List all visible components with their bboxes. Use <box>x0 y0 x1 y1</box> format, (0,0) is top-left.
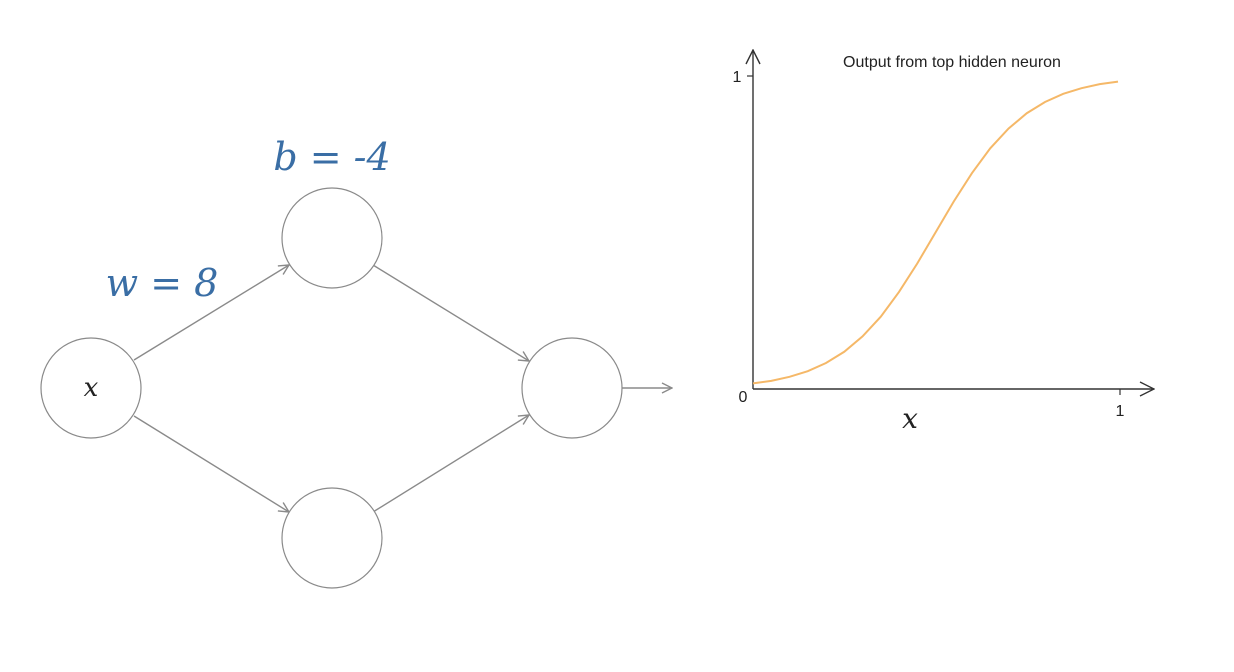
sigmoid-curve <box>752 80 1119 385</box>
origin-tick-label: 0 <box>739 389 748 406</box>
chart: Output from top hidden neuron 1 0 1 x <box>733 50 1154 435</box>
x-tick-label-1: 1 <box>1116 403 1125 420</box>
edge-input-to-top-hidden <box>133 265 289 361</box>
top-hidden-node <box>281 187 383 289</box>
edge-input-to-bottom-hidden <box>133 415 289 512</box>
input-node <box>40 337 142 439</box>
weight-label: w = 8 <box>106 261 219 305</box>
output-node <box>521 337 623 439</box>
y-tick-label-1: 1 <box>733 69 742 86</box>
edge-top-hidden-to-output <box>372 264 529 361</box>
bottom-hidden-node <box>281 487 383 589</box>
bias-label: b = -4 <box>273 135 390 179</box>
network-diagram: x w = 8 b = -4 <box>40 135 672 589</box>
input-node-label: x <box>84 373 99 403</box>
chart-title: Output from top hidden neuron <box>843 54 1061 71</box>
x-axis-label: x <box>902 402 918 435</box>
edge-bottom-hidden-to-output <box>372 415 529 513</box>
